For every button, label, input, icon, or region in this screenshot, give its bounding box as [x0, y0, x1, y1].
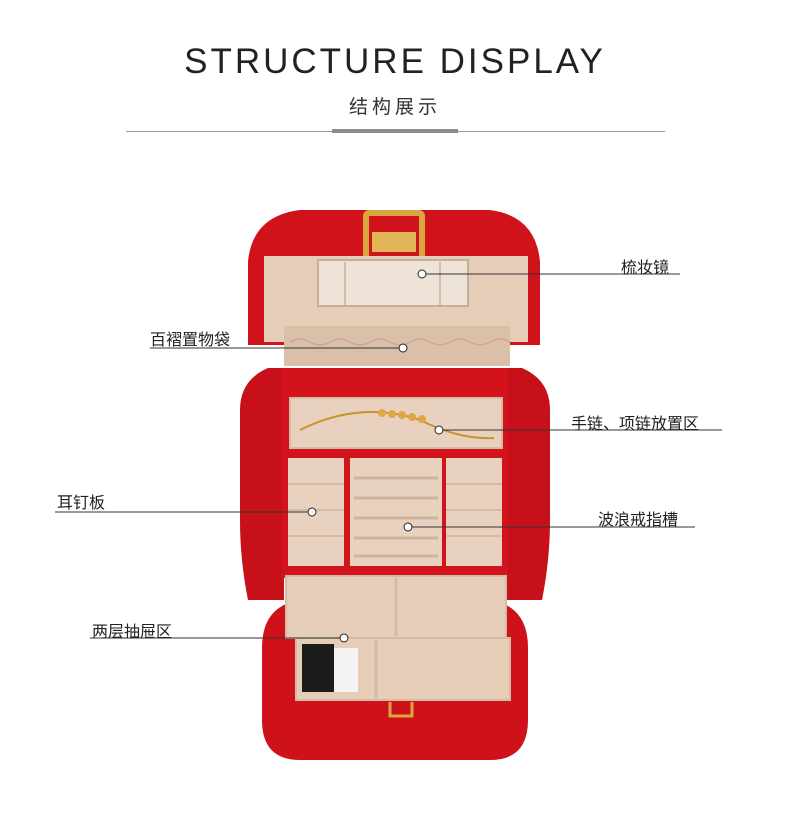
- callout-bracelet-area: 手链、项链放置区: [571, 414, 700, 433]
- callout-pleated-pocket: 百褶置物袋: [150, 330, 231, 349]
- callout-ring-slots: 波浪戒指槽: [598, 510, 679, 529]
- case-left-side: [240, 368, 284, 600]
- drawer-pull: [388, 702, 414, 718]
- page-subtitle: 结构展示: [348, 96, 441, 118]
- mirror: [317, 259, 469, 307]
- bracelet-compartment: [289, 397, 503, 449]
- pleated-pocket: [284, 326, 510, 366]
- case-right-side: [506, 368, 550, 600]
- earring-board-right: [446, 458, 502, 566]
- callout-earring-board: 耳钉板: [57, 493, 106, 512]
- title-divider-accent: [332, 129, 458, 133]
- page-title: STRUCTURE DISPLAY: [184, 42, 606, 81]
- ring-slots: [350, 458, 442, 566]
- callout-mirror: 梳妆镜: [621, 258, 670, 277]
- callout-drawers: 两层抽屉区: [92, 622, 173, 641]
